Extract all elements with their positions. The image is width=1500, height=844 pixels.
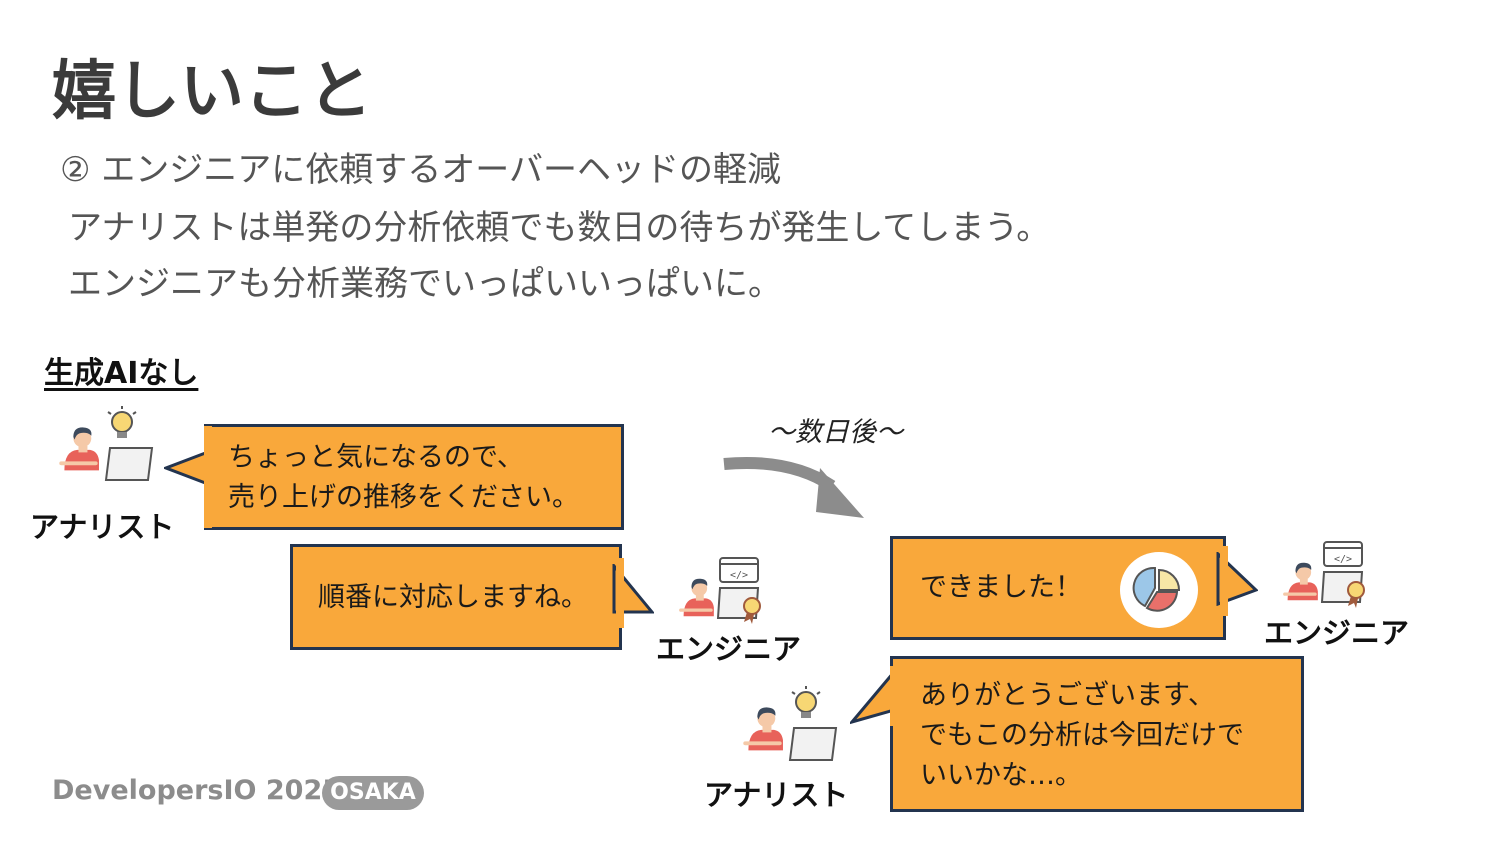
bubble-line: ありがとうございます、 bbox=[920, 680, 1215, 711]
code-icon: </> bbox=[1323, 541, 1363, 567]
svg-text:</>: </> bbox=[730, 570, 748, 581]
role-label-analyst: アナリスト bbox=[30, 510, 175, 544]
page-title: 嬉しいこと bbox=[52, 55, 372, 129]
curved-arrow-icon bbox=[723, 456, 864, 518]
delay-label: 〜数日後〜 bbox=[768, 417, 903, 448]
lightbulb-icon bbox=[791, 686, 821, 718]
award-icon bbox=[743, 597, 761, 624]
speech-bubble-engineer-reply: 順番に対応しますね。 bbox=[290, 544, 654, 650]
role-label-analyst: アナリスト bbox=[704, 778, 849, 812]
role-label-engineer: エンジニア bbox=[656, 632, 802, 666]
analyst-icon bbox=[58, 404, 158, 488]
analyst-icon bbox=[742, 684, 842, 768]
footer-badge: OSAKA bbox=[322, 776, 424, 810]
engineer-icon: </> bbox=[678, 556, 768, 626]
speech-bubble-engineer-done: できました！ bbox=[890, 536, 1260, 640]
bubble-line: ちょっと気になるので、 bbox=[228, 442, 524, 473]
pie-chart-icon bbox=[1120, 552, 1198, 628]
laptop-icon bbox=[788, 727, 838, 761]
engineer-icon: </> bbox=[1282, 540, 1372, 610]
body-line-1: アナリストは単発の分析依頼でも数日の待ちが発生してしまう。 bbox=[68, 208, 1051, 248]
laptop-icon bbox=[104, 447, 154, 481]
bubble-line: いいかな…。 bbox=[920, 760, 1082, 791]
bubble-text: できました！ bbox=[920, 572, 1082, 603]
subtitle: ② エンジニアに依頼するオーバーヘッドの軽減 bbox=[60, 150, 781, 190]
svg-text:</>: </> bbox=[1334, 554, 1352, 565]
bubble-line: でもこの分析は今回だけで bbox=[920, 720, 1244, 751]
award-icon bbox=[1347, 581, 1365, 608]
bubble-line: 売り上げの推移をください。 bbox=[228, 482, 579, 513]
speech-bubble-analyst-thanks: ありがとうございます、 でもこの分析は今回だけで いいかな…。 bbox=[850, 656, 1304, 812]
role-label-engineer: エンジニア bbox=[1264, 616, 1410, 650]
lightbulb-icon bbox=[107, 406, 137, 438]
section-label: 生成AIなし bbox=[44, 356, 199, 391]
body-line-2: エンジニアも分析業務でいっぱいいっぱいに。 bbox=[68, 264, 782, 304]
bubble-text: 順番に対応しますね。 bbox=[318, 582, 588, 613]
footer-brand: DevelopersIO 2025 bbox=[52, 775, 342, 806]
code-icon: </> bbox=[719, 557, 759, 583]
speech-bubble-analyst-request: ちょっと気になるので、 売り上げの推移をください。 bbox=[164, 424, 624, 530]
